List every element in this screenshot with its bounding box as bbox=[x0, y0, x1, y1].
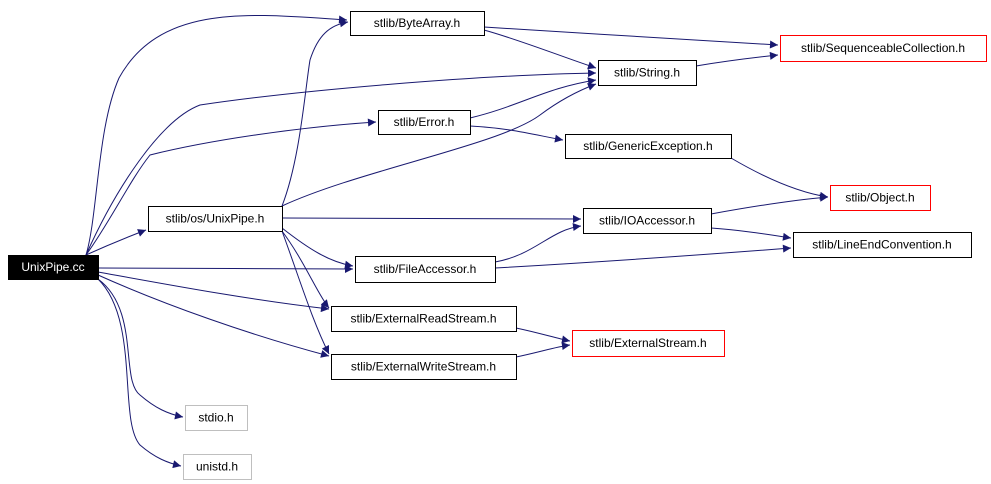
edge-fileacc-to-ioacc bbox=[494, 223, 582, 263]
node-unixpipe_h[interactable]: stlib/os/UnixPipe.h bbox=[148, 206, 283, 232]
node-label: stlib/ExternalWriteStream.h bbox=[351, 360, 496, 374]
edge-bytearray-to-string bbox=[483, 29, 597, 70]
node-box bbox=[331, 306, 517, 332]
node-label: stlib/GenericException.h bbox=[583, 139, 712, 153]
node-extstream[interactable]: stlib/ExternalStream.h bbox=[572, 330, 725, 357]
edge-unixpipe_h-to-string bbox=[281, 83, 597, 207]
node-ioacc[interactable]: stlib/IOAccessor.h bbox=[583, 208, 712, 234]
node-label: stdio.h bbox=[198, 411, 233, 425]
edge-unixpipe_h-to-extwrite bbox=[281, 230, 330, 355]
edges-layer bbox=[85, 15, 829, 469]
node-box bbox=[355, 256, 496, 283]
edge-unixpipe_h-to-fileacc bbox=[281, 227, 354, 269]
node-box bbox=[572, 330, 725, 357]
node-box bbox=[8, 255, 99, 280]
edge-unixpipe_cc-to-error bbox=[85, 118, 377, 256]
node-box bbox=[793, 232, 972, 258]
edge-unixpipe_cc-to-unixpipe_h bbox=[85, 229, 147, 256]
edge-error-to-string bbox=[469, 77, 597, 119]
node-box bbox=[565, 134, 732, 159]
node-stdio[interactable]: stdio.h bbox=[185, 405, 248, 431]
node-box bbox=[331, 354, 517, 380]
node-label: stlib/Error.h bbox=[394, 115, 455, 129]
node-box bbox=[378, 110, 471, 135]
node-label: UnixPipe.cc bbox=[21, 260, 84, 274]
edge-unixpipe_cc-to-extread bbox=[97, 271, 330, 313]
edge-ioacc-to-lineend bbox=[710, 227, 792, 241]
node-unistd[interactable]: unistd.h bbox=[183, 454, 252, 480]
edge-error-to-genexc bbox=[469, 125, 564, 143]
node-genexc[interactable]: stlib/GenericException.h bbox=[565, 134, 732, 159]
node-box bbox=[598, 60, 697, 86]
node-lineend[interactable]: stlib/LineEndConvention.h bbox=[793, 232, 972, 258]
node-box bbox=[148, 206, 283, 232]
node-unixpipe_cc[interactable]: UnixPipe.cc bbox=[8, 255, 99, 280]
node-extread[interactable]: stlib/ExternalReadStream.h bbox=[331, 306, 517, 332]
edge-extwrite-to-extstream bbox=[515, 342, 571, 358]
edge-bytearray-to-seqcoll bbox=[483, 26, 779, 49]
edge-genexc-to-object bbox=[730, 157, 829, 200]
node-label: stlib/LineEndConvention.h bbox=[812, 238, 951, 252]
node-object[interactable]: stlib/Object.h bbox=[830, 185, 931, 211]
node-label: stlib/Object.h bbox=[845, 191, 914, 205]
node-label: stlib/SequenceableCollection.h bbox=[801, 41, 965, 55]
edge-unixpipe_cc-to-bytearray bbox=[85, 15, 348, 256]
node-label: stlib/IOAccessor.h bbox=[599, 214, 695, 228]
edge-fileacc-to-lineend bbox=[494, 244, 792, 269]
node-box bbox=[780, 35, 987, 62]
node-extwrite[interactable]: stlib/ExternalWriteStream.h bbox=[331, 354, 517, 380]
edge-ioacc-to-object bbox=[710, 193, 829, 215]
edge-string-to-seqcoll bbox=[695, 51, 779, 67]
node-box bbox=[583, 208, 712, 234]
edge-unixpipe_cc-to-unistd bbox=[97, 278, 182, 469]
node-fileacc[interactable]: stlib/FileAccessor.h bbox=[355, 256, 496, 283]
edge-unixpipe_cc-to-fileacc bbox=[97, 264, 354, 273]
nodes-layer: UnixPipe.cc stlib/ByteArray.h stlib/Sequen… bbox=[8, 11, 987, 480]
node-box bbox=[183, 454, 252, 480]
node-box bbox=[185, 405, 248, 431]
node-box bbox=[350, 11, 485, 36]
node-label: unistd.h bbox=[196, 460, 238, 474]
edge-extread-to-extstream bbox=[515, 327, 571, 344]
node-label: stlib/String.h bbox=[614, 66, 680, 80]
edge-unixpipe_cc-to-extwrite bbox=[97, 274, 330, 358]
edge-unixpipe_h-to-ioacc bbox=[281, 214, 582, 223]
node-seqcoll[interactable]: stlib/SequenceableCollection.h bbox=[780, 35, 987, 62]
node-label: stlib/ExternalStream.h bbox=[589, 336, 706, 350]
node-label: stlib/FileAccessor.h bbox=[374, 262, 477, 276]
node-label: stlib/ByteArray.h bbox=[374, 16, 460, 30]
edge-unixpipe_cc-to-stdio bbox=[97, 278, 184, 420]
node-label: stlib/ExternalReadStream.h bbox=[350, 312, 496, 326]
edge-unixpipe_h-to-bytearray bbox=[281, 19, 349, 207]
edge-unixpipe_h-to-extread bbox=[281, 230, 330, 309]
node-box bbox=[830, 185, 931, 211]
node-error[interactable]: stlib/Error.h bbox=[378, 110, 471, 135]
node-label: stlib/os/UnixPipe.h bbox=[166, 212, 265, 226]
edge-unixpipe_cc-to-string bbox=[85, 69, 597, 256]
node-bytearray[interactable]: stlib/ByteArray.h bbox=[350, 11, 485, 36]
node-string[interactable]: stlib/String.h bbox=[598, 60, 697, 86]
